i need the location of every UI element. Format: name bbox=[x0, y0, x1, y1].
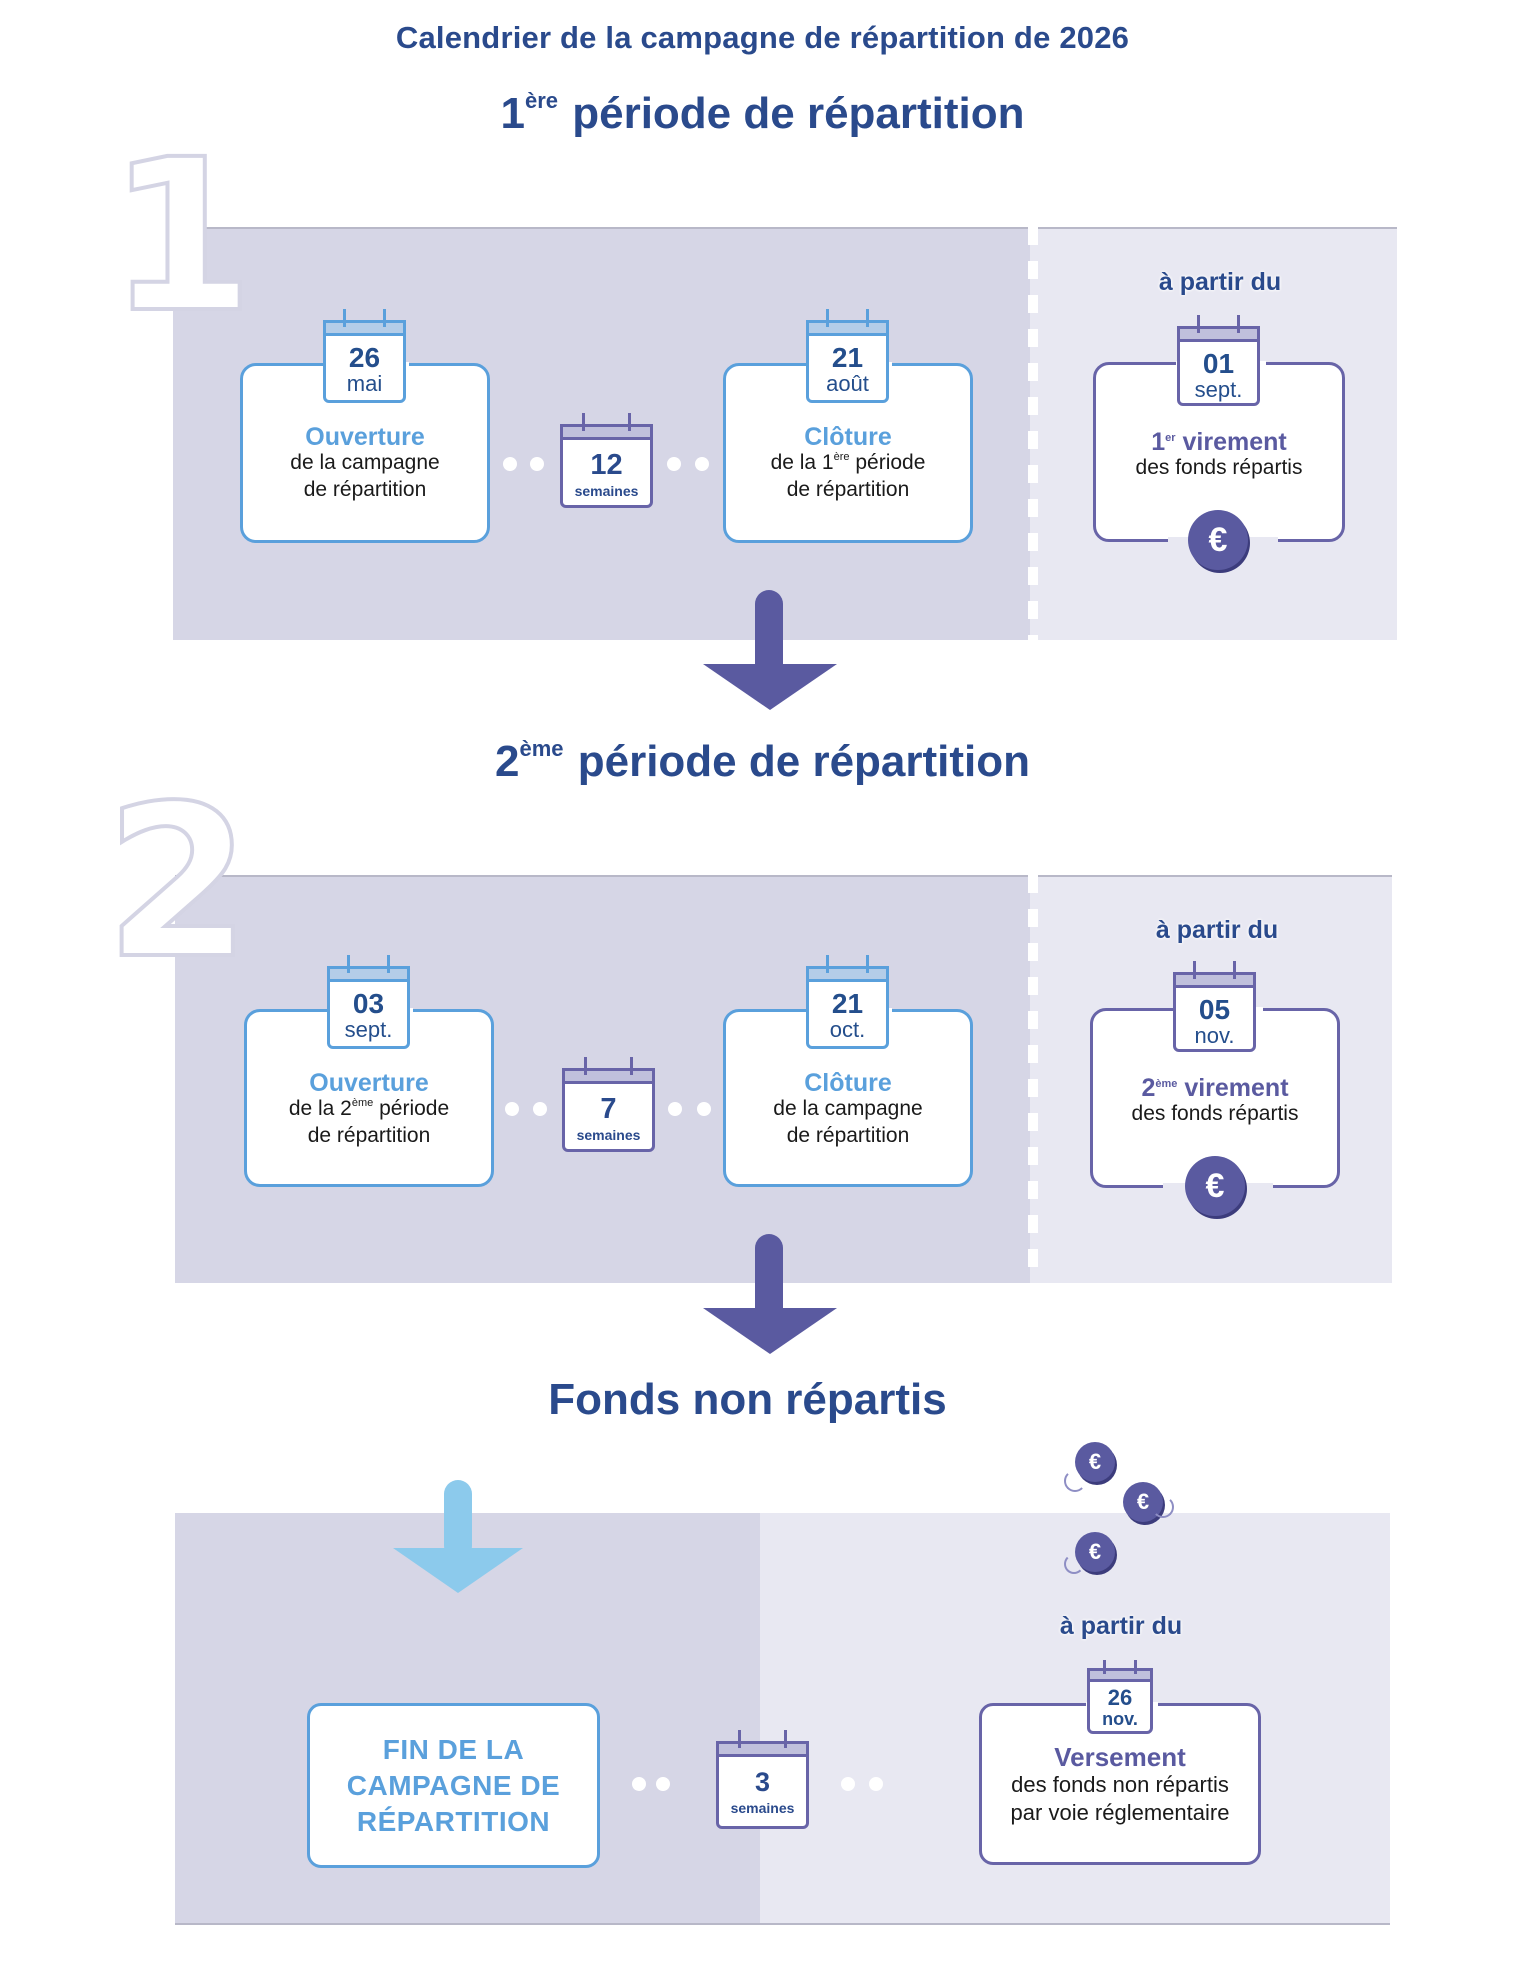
period2-closing-day: 21 bbox=[831, 988, 864, 1019]
period1-transfer-head: 1er virement bbox=[1151, 428, 1287, 456]
unallocated-payment-day: 26 bbox=[1107, 1685, 1133, 1710]
motion-lines-icon bbox=[1064, 1554, 1084, 1574]
period2-big-number: 2 bbox=[103, 760, 253, 1005]
period2-heading-sup: ème bbox=[519, 736, 564, 761]
period2-heading-num: 2 bbox=[494, 737, 520, 786]
unallocated-duration-value: 3 bbox=[754, 1767, 771, 1797]
unallocated-payment-line1: des fonds non répartis bbox=[1011, 1772, 1229, 1798]
motion-lines-icon bbox=[1064, 1470, 1086, 1492]
period1-duration-value: 12 bbox=[590, 449, 623, 481]
unallocated-duration-calendar-icon: 3 semaines bbox=[716, 1730, 809, 1829]
period1-transfer-month: sept. bbox=[1194, 377, 1243, 402]
unallocated-payment-month: nov. bbox=[1102, 1709, 1138, 1729]
motion-lines-icon bbox=[1152, 1496, 1174, 1518]
period1-duration-unit: semaines bbox=[574, 483, 639, 499]
period2-transfer-calendar-icon: 05 nov. bbox=[1173, 961, 1256, 1052]
period1-closing-line1: de la 1ère période bbox=[770, 451, 926, 475]
period2-transfer-month: nov. bbox=[1194, 1023, 1235, 1048]
period1-heading-num: 1 bbox=[500, 89, 525, 138]
period2-opening-calendar-icon: 03 sept. bbox=[327, 955, 410, 1049]
euro-coin-icon: € bbox=[1185, 1156, 1245, 1216]
dot bbox=[869, 1777, 883, 1791]
period1-closing-line2: de répartition bbox=[786, 477, 910, 501]
period2-duration-unit: semaines bbox=[576, 1127, 641, 1143]
dot bbox=[530, 457, 544, 471]
period1-closing-month: août bbox=[826, 371, 869, 396]
period2-closing-line2: de répartition bbox=[786, 1123, 910, 1147]
dot bbox=[503, 457, 517, 471]
period1-duration-calendar-icon: 12 semaines bbox=[560, 413, 653, 508]
period2-opening-day: 03 bbox=[352, 988, 385, 1019]
period1-big-number: 1 bbox=[106, 114, 256, 359]
period2-duration-calendar-icon: 7 semaines bbox=[562, 1057, 655, 1152]
period2-opening-line2: de répartition bbox=[307, 1123, 431, 1147]
unallocated-payment-from-label: à partir du bbox=[1059, 1612, 1183, 1640]
period1-opening-day: 26 bbox=[348, 342, 381, 373]
period1-transfer-from-label: à partir du bbox=[1158, 268, 1282, 296]
period2-opening-line1: de la 2ème période bbox=[288, 1097, 450, 1121]
period1-closing-calendar-icon: 21 août bbox=[806, 309, 889, 403]
dot bbox=[667, 457, 681, 471]
period2-heading-text: période de répartition bbox=[577, 737, 1031, 786]
period1-opening-head: Ouverture bbox=[305, 423, 425, 451]
dot bbox=[656, 1777, 670, 1791]
campaign-end-line3: RÉPARTITION bbox=[356, 1805, 551, 1837]
euro-coin-icon: € bbox=[1188, 510, 1248, 570]
unallocated-duration-unit: semaines bbox=[730, 1800, 795, 1816]
down-arrow-icon bbox=[393, 1480, 523, 1593]
period2-closing-month: oct. bbox=[829, 1017, 866, 1042]
unallocated-payment-calendar-icon: 26 nov. bbox=[1087, 1660, 1153, 1734]
period2-closing-calendar-icon: 21 oct. bbox=[806, 955, 889, 1049]
period2-closing-line1: de la campagne bbox=[773, 1097, 923, 1121]
period1-opening-calendar-icon: 26 mai bbox=[323, 309, 406, 403]
bottom-rule bbox=[175, 1923, 1390, 1925]
dot bbox=[533, 1102, 547, 1116]
unallocated-payment-head: Versement bbox=[1054, 1742, 1186, 1772]
dot bbox=[841, 1777, 855, 1791]
period2-transfer-day: 05 bbox=[1198, 994, 1231, 1025]
period1-transfer-line1: des fonds répartis bbox=[1135, 456, 1303, 480]
period2-transfer-from-label: à partir du bbox=[1155, 916, 1279, 944]
period1-heading: 1ère période de répartition bbox=[0, 88, 1525, 139]
period1-transfer-day: 01 bbox=[1202, 348, 1235, 379]
period1-heading-text: période de répartition bbox=[572, 89, 1025, 138]
period1-transfer-calendar-icon: 01 sept. bbox=[1177, 315, 1260, 406]
dot bbox=[697, 1102, 711, 1116]
dot bbox=[695, 457, 709, 471]
down-arrow-icon bbox=[703, 1234, 837, 1354]
unallocated-payment-line2: par voie réglementaire bbox=[1010, 1799, 1230, 1825]
period1-opening-line1: de la campagne bbox=[290, 451, 440, 475]
campaign-end-line1: FIN DE LA bbox=[382, 1734, 525, 1765]
period1-closing-day: 21 bbox=[831, 342, 864, 373]
period2-transfer-line1: des fonds répartis bbox=[1131, 1102, 1299, 1126]
period2-duration-value: 7 bbox=[600, 1093, 617, 1125]
period1-opening-line2: de répartition bbox=[303, 477, 427, 501]
campaign-end-line2: CAMPAGNE DE bbox=[346, 1769, 561, 1801]
period2-opening-month: sept. bbox=[344, 1017, 393, 1042]
dot bbox=[505, 1102, 519, 1116]
down-arrow-icon bbox=[703, 590, 837, 710]
period1-closing-card: Clôture de la 1ère période de répartitio… bbox=[723, 362, 973, 543]
period2-dashed-separator bbox=[1028, 875, 1038, 1283]
period1-opening-month: mai bbox=[346, 371, 383, 396]
period2-closing-head: Clôture bbox=[804, 1069, 892, 1097]
period1-dashed-separator bbox=[1028, 227, 1038, 640]
period1-heading-sup: ère bbox=[524, 88, 558, 113]
period2-opening-head: Ouverture bbox=[309, 1069, 429, 1097]
period2-heading: 2ème période de répartition bbox=[0, 736, 1525, 787]
unallocated-heading: Fonds non répartis bbox=[548, 1375, 947, 1424]
dot bbox=[632, 1777, 646, 1791]
period1-closing-head: Clôture bbox=[804, 423, 892, 451]
campaign-end-card: FIN DE LA CAMPAGNE DE RÉPARTITION bbox=[307, 1703, 600, 1868]
main-title: Calendrier de la campagne de répartition… bbox=[395, 20, 1130, 55]
period2-transfer-head: 2ème virement bbox=[1141, 1074, 1289, 1102]
dot bbox=[668, 1102, 682, 1116]
